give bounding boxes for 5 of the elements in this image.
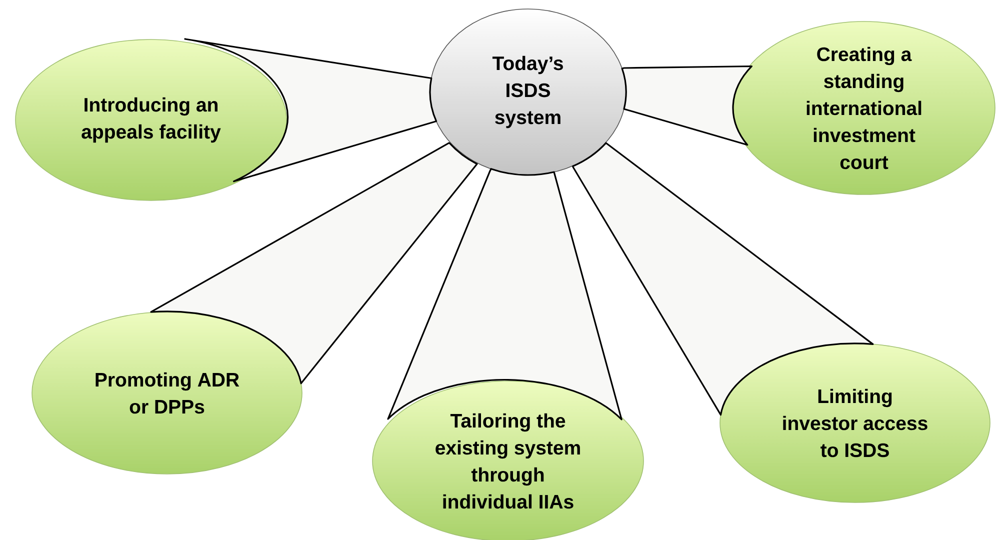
connector-beam	[621, 65, 753, 146]
connector-beam	[150, 142, 478, 384]
connector-beam	[184, 38, 438, 182]
connector-beam	[572, 142, 874, 416]
connector-beam	[387, 168, 622, 420]
